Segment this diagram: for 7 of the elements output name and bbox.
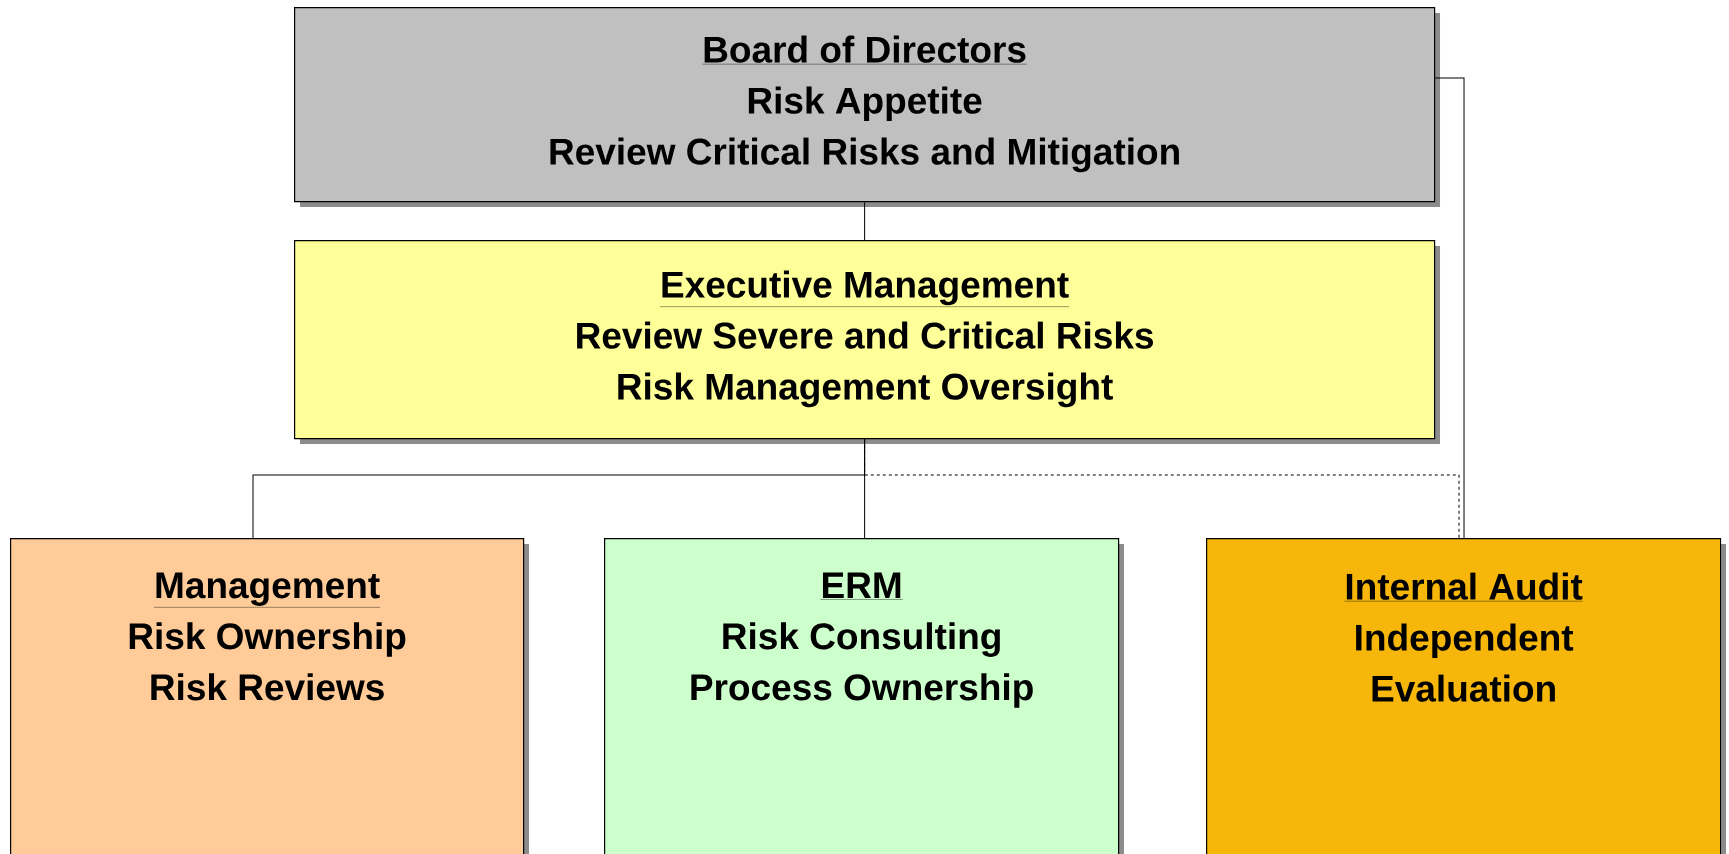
process-box: Management Risk Ownership Risk Reviews — [10, 538, 529, 854]
connector-line — [1434, 77, 1465, 539]
connector-line — [864, 201, 866, 241]
board-box: Board of Directors Risk Appetite Review Critical Risks and Mitigation — [294, 7, 1440, 207]
process-box: Internal Audit Independent Evaluation — [1206, 538, 1726, 854]
process-box: ERM Risk Consulting Process Ownership — [604, 538, 1124, 854]
executive-box: Executive Management Review Severe and Critical Risks Risk Management Oversight — [294, 240, 1440, 444]
